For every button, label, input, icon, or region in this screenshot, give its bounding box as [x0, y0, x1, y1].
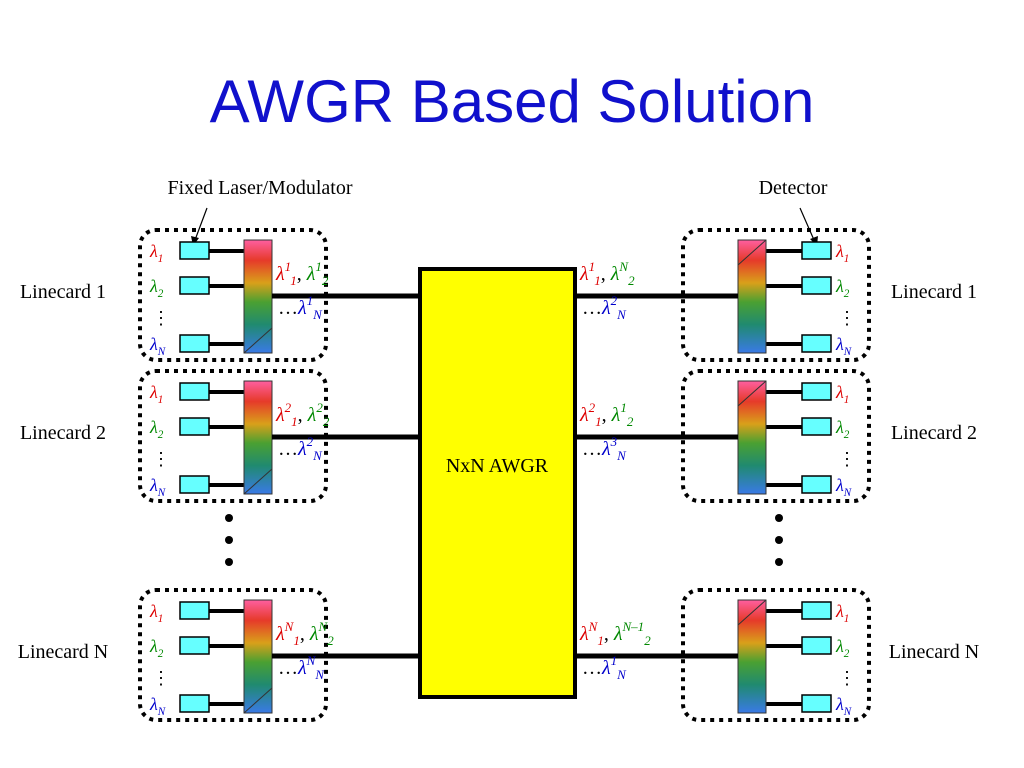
signal-wavelengths: λ21, λ22 — [275, 400, 330, 429]
signal-label-left: λ11, λ12 …λ1N — [275, 259, 329, 322]
signal-label-left: λ21, λ22 …λ2N — [275, 400, 330, 463]
lambda-label: λ1 — [835, 241, 849, 265]
vertical-ellipsis-right — [775, 514, 783, 566]
lambda-label: λ1 — [149, 601, 163, 625]
awgr-label: NxN AWGR — [446, 455, 549, 477]
lambda-label: λN — [149, 334, 166, 358]
lambda-label: λ2 — [149, 276, 164, 300]
signal-wavelengths-more: …λNN — [278, 653, 325, 682]
linecard-label: Linecard N — [18, 641, 109, 663]
signal-wavelengths: λ21, λ12 — [579, 400, 634, 429]
signal-label-right: λN1, λN–12 …λ1N — [579, 619, 651, 682]
detector-box — [801, 382, 832, 401]
signal-wavelengths-more: …λ2N — [582, 293, 627, 322]
laser-box — [179, 276, 210, 295]
detector-box — [801, 694, 832, 713]
lambda-label: λN — [149, 694, 166, 718]
detector-box — [801, 475, 832, 494]
vertical-dots: ⋮ — [152, 668, 170, 688]
vertical-ellipsis-left — [225, 514, 233, 566]
lambda-label: λ2 — [149, 417, 164, 441]
vertical-dots: ⋮ — [152, 449, 170, 469]
multiplexer — [243, 599, 273, 714]
lambda-label: λ2 — [835, 276, 850, 300]
laser-label: Fixed Laser/Modulator — [168, 177, 353, 199]
signal-wavelengths-more: …λ3N — [582, 434, 627, 463]
demux-edge — [737, 380, 767, 407]
slide-title: AWGR Based Solution — [209, 68, 815, 135]
lambda-label: λ2 — [149, 636, 164, 660]
vertical-dots: ⋮ — [838, 668, 856, 688]
vertical-dots: ⋮ — [838, 308, 856, 328]
lambda-label: λN — [835, 475, 852, 499]
demultiplexer — [737, 599, 767, 714]
laser-arrow — [191, 207, 208, 246]
signal-label-right: λ11, λN2 …λ2N — [579, 259, 635, 322]
linecard-label: Linecard 2 — [891, 422, 977, 444]
linecard-right: Linecard N λ1 λ2 λN ⋮ λN1, λN–12 …λ1N — [575, 588, 980, 722]
detector-box — [801, 636, 832, 655]
detector-arrow — [799, 207, 818, 246]
lambda-label: λ1 — [835, 601, 849, 625]
linecard-right: Linecard 2 λ1 λ2 λN ⋮ λ21, λ12 …λ3N — [575, 369, 977, 503]
linecard-left: Linecard 2 λ1 λ2 λN ⋮ λ21, λ22 …λ2N — [20, 369, 420, 503]
multiplexer — [243, 239, 273, 354]
mux-edge — [243, 687, 273, 714]
signal-wavelengths-more: …λ1N — [582, 653, 627, 682]
linecard-border — [681, 369, 871, 503]
laser-box — [179, 241, 210, 260]
demultiplexer — [737, 380, 767, 495]
laser-box — [179, 475, 210, 494]
signal-wavelengths-more: …λ1N — [278, 293, 323, 322]
linecard-label: Linecard 1 — [20, 281, 106, 303]
vertical-dots: ⋮ — [838, 449, 856, 469]
mux-edge — [243, 468, 273, 495]
laser-box — [179, 601, 210, 620]
linecard-label: Linecard N — [889, 641, 980, 663]
linecard-label: Linecard 1 — [891, 281, 977, 303]
linecard-border — [681, 588, 871, 722]
laser-box — [179, 636, 210, 655]
laser-box — [179, 694, 210, 713]
signal-wavelengths: λ11, λ12 — [275, 259, 329, 288]
laser-box — [179, 382, 210, 401]
signal-label-right: λ21, λ12 …λ3N — [579, 400, 634, 463]
linecard-label: Linecard 2 — [20, 422, 106, 444]
signal-wavelengths: λN1, λN–12 — [579, 619, 651, 648]
vertical-dots: ⋮ — [152, 308, 170, 328]
signal-wavelengths-more: …λ2N — [278, 434, 323, 463]
detector-box — [801, 601, 832, 620]
lambda-label: λ1 — [149, 382, 163, 406]
lambda-label: λN — [835, 334, 852, 358]
lambda-label: λ2 — [835, 636, 850, 660]
laser-box — [179, 417, 210, 436]
demultiplexer — [737, 239, 767, 354]
demux-edge — [737, 599, 767, 626]
signal-label-left: λN1, λN2 …λNN — [275, 619, 334, 682]
lambda-label: λ2 — [835, 417, 850, 441]
detector-box — [801, 276, 832, 295]
signal-wavelengths: λ11, λN2 — [579, 259, 635, 288]
lambda-label: λN — [835, 694, 852, 718]
linecard-left: Linecard N λ1 λ2 λN ⋮ λN1, λN2 …λNN — [18, 588, 420, 722]
signal-wavelengths: λN1, λN2 — [275, 619, 334, 648]
linecard-border — [681, 228, 871, 362]
multiplexer — [243, 380, 273, 495]
detector-box — [801, 241, 832, 260]
detector-label: Detector — [759, 177, 828, 199]
awgr-box — [418, 267, 577, 699]
lambda-label: λN — [149, 475, 166, 499]
demux-edge — [737, 239, 767, 266]
detector-box — [801, 334, 832, 353]
lambda-label: λ1 — [149, 241, 163, 265]
lambda-label: λ1 — [835, 382, 849, 406]
linecard-left: Linecard 1 λ1 λ2 λN ⋮ λ11, λ12 …λ1N — [20, 228, 420, 362]
linecard-group: Linecard 1 λ1 λ2 λN ⋮ λ11, λ12 …λ1N Linecard 1 λ… — [18, 228, 980, 722]
linecard-right: Linecard 1 λ1 λ2 λN ⋮ λ11, λN2 …λ2N — [575, 228, 977, 362]
detector-box — [801, 417, 832, 436]
mux-edge — [243, 327, 273, 354]
laser-box — [179, 334, 210, 353]
